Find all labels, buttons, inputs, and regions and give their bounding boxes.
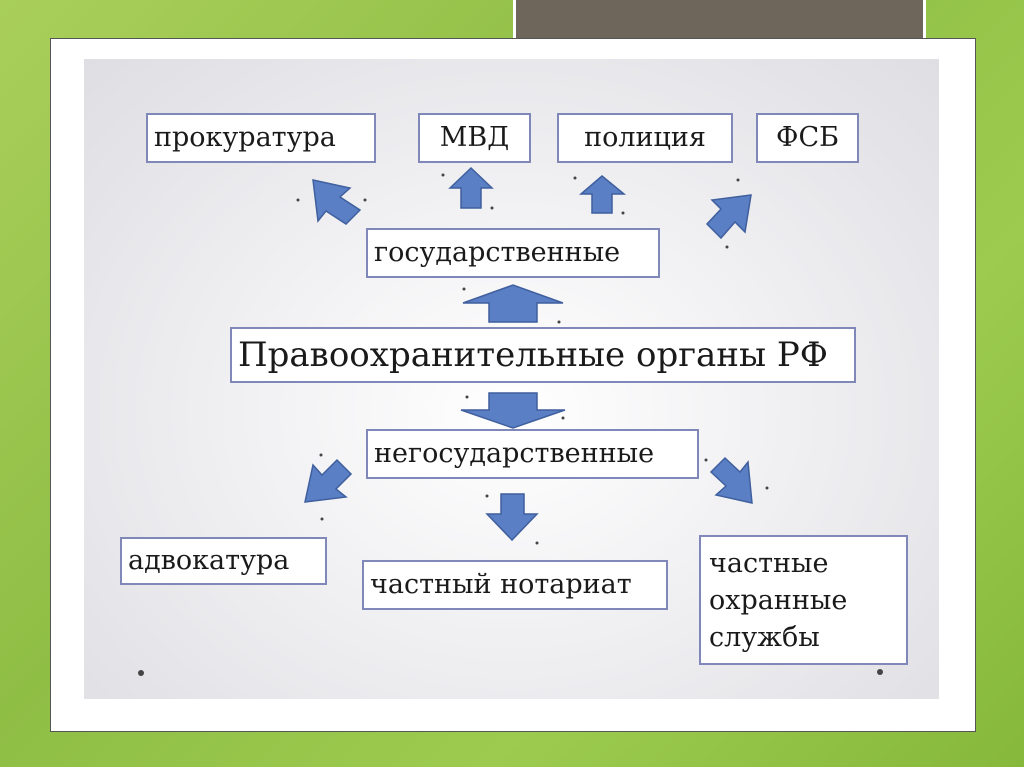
arrow-to-advocacy — [304, 458, 353, 503]
node-security-line-3: службы — [709, 621, 820, 653]
node-fsb-label: ФСБ — [776, 122, 839, 153]
node-police-label: полиция — [584, 122, 706, 153]
node-nonstate: негосударственные — [366, 429, 699, 479]
node-security-line-2: охранные — [709, 584, 848, 616]
node-mvd-label: МВД — [439, 122, 510, 153]
node-mvd: МВД — [418, 113, 531, 163]
node-notary-label: частный нотариат — [370, 569, 632, 600]
node-security: частные охранные службы — [699, 535, 908, 665]
node-nonstate-label: негосударственные — [374, 438, 655, 469]
arrow-to-fsb — [705, 194, 752, 240]
node-advocacy: адвокатура — [120, 537, 327, 585]
arrow-to-mvd — [448, 166, 494, 209]
node-prokuratura-label: прокуратура — [154, 122, 336, 153]
arrow-to-notary — [485, 493, 539, 542]
node-state: государственные — [366, 228, 660, 278]
node-security-line-1: частные — [709, 547, 829, 579]
node-root: Правоохранительные органы РФ — [230, 327, 856, 383]
node-state-label: государственные — [374, 237, 621, 268]
arrow-up-to-state — [462, 284, 564, 323]
node-notary: частный нотариат — [362, 560, 668, 610]
node-root-label: Правоохранительные органы РФ — [238, 335, 828, 375]
arrow-to-prokuratura — [312, 179, 362, 225]
node-fsb: ФСБ — [756, 113, 859, 163]
arrow-down-to-nonstate — [460, 392, 566, 429]
node-advocacy-label: адвокатура — [128, 545, 290, 576]
arrow-to-security — [709, 456, 753, 504]
arrow-to-police — [578, 175, 627, 214]
node-police: полиция — [557, 113, 733, 163]
node-prokuratura: прокуратура — [146, 113, 376, 163]
